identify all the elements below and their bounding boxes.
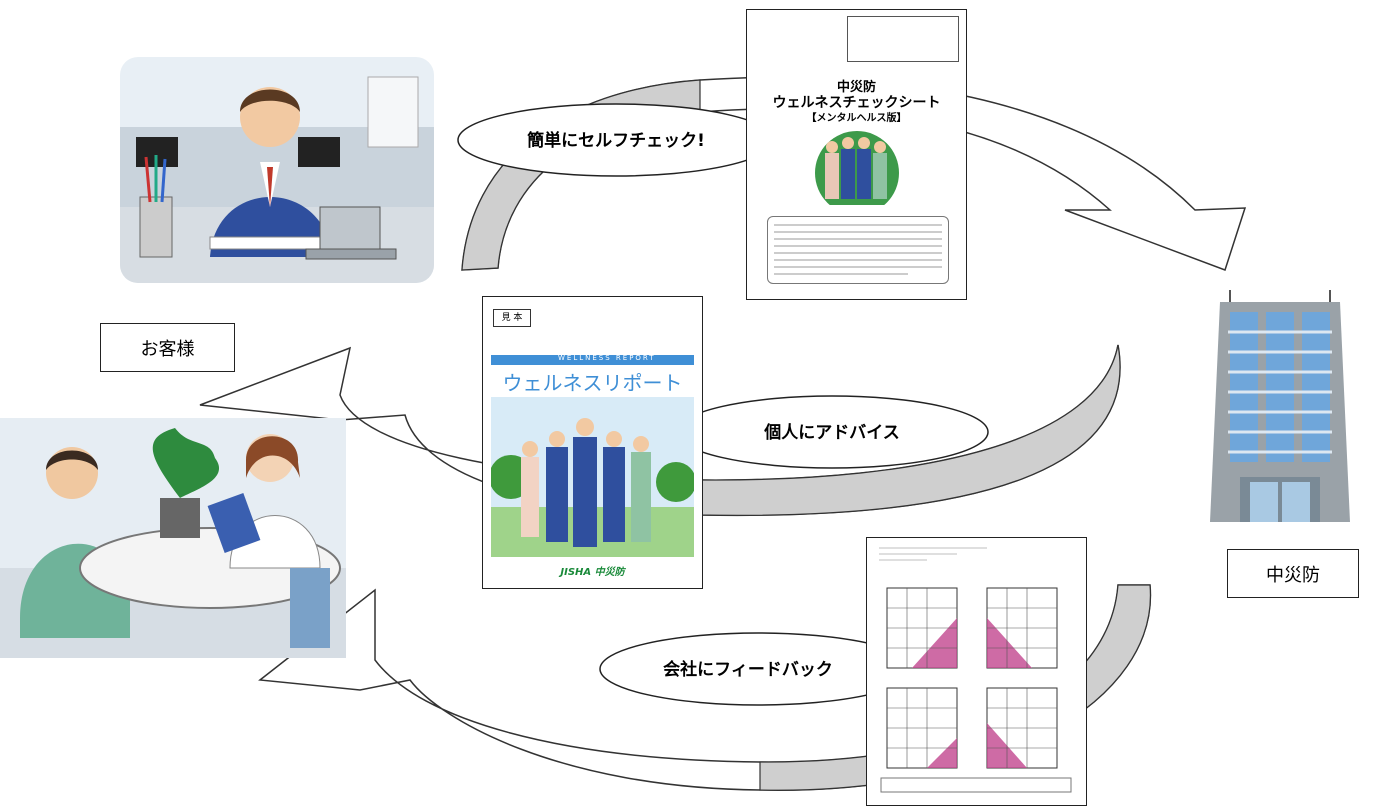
- jisha-label: 中災防: [1227, 549, 1359, 598]
- report-cover-illustration: [491, 397, 694, 557]
- building-illustration: [1180, 282, 1390, 532]
- sample-badge: 見 本: [493, 309, 531, 327]
- report-english-title: WELLNESS REPORT: [558, 354, 656, 362]
- sheet-header-box: [847, 16, 959, 62]
- svg-text:個人にアドバイス: 個人にアドバイス: [763, 422, 900, 443]
- customer-label-text: お客様: [140, 338, 195, 360]
- report-header-band: [491, 355, 694, 365]
- report-title: ウェルネスリポート: [502, 371, 683, 395]
- consultation-illustration: [0, 418, 346, 658]
- feedback-chart-report: [866, 537, 1087, 806]
- sheet-title-line2: ウェルネスチェックシート: [772, 95, 941, 111]
- jisha-logo: JISHA 中災防: [560, 567, 625, 578]
- bubble-self-check: 簡単にセルフチェック!: [457, 103, 775, 177]
- jisha-label-text: 中災防: [1266, 564, 1320, 586]
- workers-group-icon: [815, 131, 899, 205]
- office-man-illustration: [120, 57, 434, 283]
- wellness-check-sheet: 中災防 ウェルネスチェックシート 【メンタルヘルス版】: [746, 9, 967, 300]
- customer-label: お客様: [100, 323, 235, 372]
- sheet-title-line1: 中災防: [836, 80, 876, 95]
- consultation-icon: [0, 428, 346, 658]
- text-lines-icon: [774, 224, 942, 275]
- sheet-subtitle: 【メンタルヘルス版】: [806, 113, 907, 124]
- svg-text:簡単にセルフチェック!: 簡単にセルフチェック!: [526, 130, 705, 151]
- wellness-report: 見 本 WELLNESS REPORT ウェルネスリポート JISHA 中災防: [482, 296, 703, 589]
- building-icon: [1210, 290, 1350, 522]
- office-man-icon: [120, 76, 434, 283]
- bubble-feedback: 会社にフィードバック: [599, 632, 917, 706]
- sheet-text-block: [767, 216, 949, 284]
- bubble-advice: 個人にアドバイス: [675, 395, 989, 469]
- svg-text:会社にフィードバック: 会社にフィードバック: [663, 659, 833, 680]
- chart-grids-icon: [879, 547, 1072, 793]
- quadrant-charts: [886, 587, 1058, 769]
